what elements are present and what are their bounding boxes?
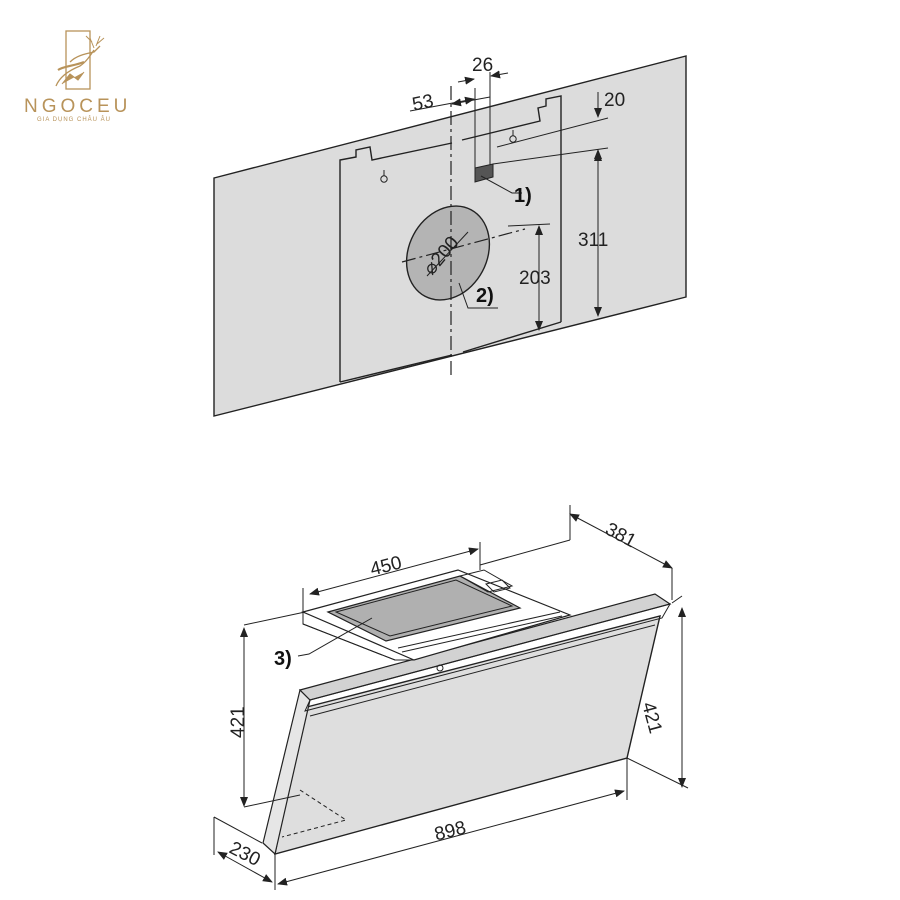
- power-icon: [436, 664, 444, 672]
- duct-horizontal-axis: [401, 228, 526, 263]
- dim-203-label: 203: [519, 268, 551, 289]
- callout-3: 3): [274, 648, 292, 670]
- dim-26-label: 26: [472, 55, 493, 76]
- dim-898-label: 898: [432, 817, 468, 845]
- dim-450-label: 450: [368, 552, 404, 580]
- dim-421-left-label: 421: [228, 706, 249, 738]
- dim-421-right-label: 421: [637, 700, 665, 736]
- dim-20-label: 20: [604, 90, 625, 111]
- dim-53-line: [409, 96, 475, 112]
- brand-name: NGOCEU: [24, 96, 131, 117]
- dim-311-label: 311: [578, 230, 608, 251]
- electrical-connection-box: [474, 163, 494, 183]
- keyhole-icon: [509, 130, 517, 143]
- dim-230-line: [217, 851, 273, 883]
- mounting-template: [339, 95, 562, 383]
- hood-dimension-view: 450 381 421 421 898 230 3): [213, 505, 689, 890]
- keyhole-icon: [380, 170, 388, 183]
- wall-mounting-view: 53 26 20 311 203 ⌀200 1) 2): [213, 55, 687, 417]
- dim-898-line: [277, 789, 625, 886]
- callout-1: 1): [514, 185, 532, 207]
- brand-logo: NGOCEU GIA DỤNG CHÂU ÂU: [24, 30, 131, 123]
- stag-logo-icon: [55, 30, 105, 90]
- dim-381-line: [569, 513, 673, 569]
- dim-450-line: [309, 547, 479, 596]
- dim-230-label: 230: [226, 838, 264, 871]
- brand-tagline: GIA DỤNG CHÂU ÂU: [37, 116, 111, 123]
- dim-53-label: 53: [410, 91, 435, 116]
- callout-2: 2): [476, 285, 494, 307]
